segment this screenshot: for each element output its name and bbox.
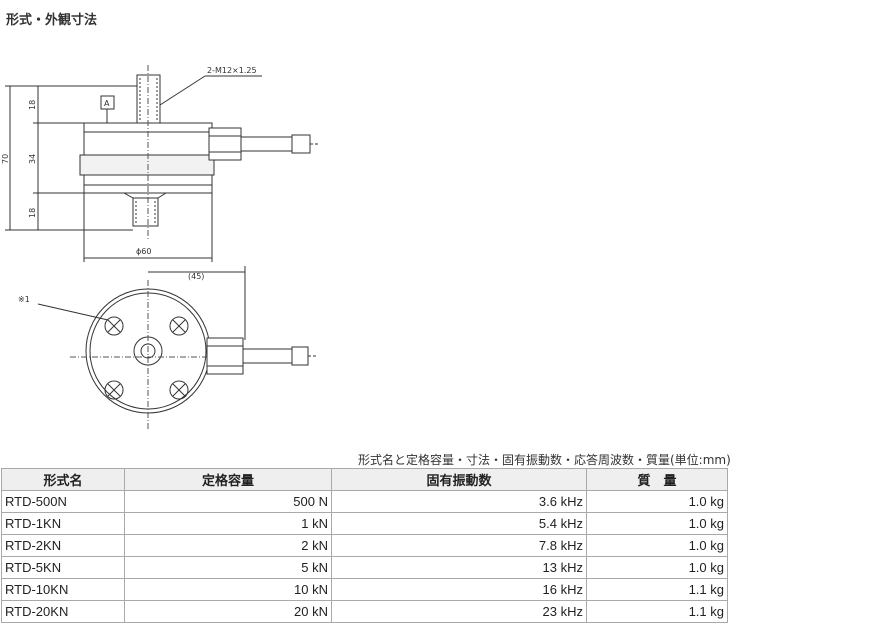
cell-model: RTD-2KN [1, 534, 125, 557]
cell-frequency: 16 kHz [331, 578, 587, 601]
cell-model: RTD-5KN [1, 556, 125, 579]
table-row: RTD-1KN 1 kN 5.4 kHz 1.0 kg [1, 512, 728, 535]
cell-model: RTD-10KN [1, 578, 125, 601]
dim-cable: (45) [188, 272, 204, 281]
table-row: RTD-20KN 20 kN 23 kHz 1.1 kg [1, 600, 728, 623]
table-row: RTD-500N 500 N 3.6 kHz 1.0 kg [1, 490, 728, 513]
table-row: RTD-5KN 5 kN 13 kHz 1.0 kg [1, 556, 728, 579]
dim-diameter: ϕ60 [136, 247, 151, 256]
cell-model: RTD-500N [1, 490, 125, 513]
cell-mass: 1.1 kg [586, 600, 728, 623]
cell-frequency: 7.8 kHz [331, 534, 587, 557]
datum-label: A [104, 99, 110, 108]
table-header-row: 形式名 定格容量 固有振動数 質 量 [1, 468, 728, 491]
note-mark: ※1 [18, 295, 30, 304]
cell-capacity: 5 kN [124, 556, 332, 579]
header-model: 形式名 [1, 468, 125, 491]
cell-frequency: 5.4 kHz [331, 512, 587, 535]
thread-note: 2-M12×1.25 [207, 66, 257, 75]
section-title: 形式・外観寸法 [6, 13, 98, 28]
cell-model: RTD-20KN [1, 600, 125, 623]
cell-capacity: 20 kN [124, 600, 332, 623]
dim-top: 18 [28, 100, 37, 110]
table-row: RTD-2KN 2 kN 7.8 kHz 1.0 kg [1, 534, 728, 557]
cell-frequency: 23 kHz [331, 600, 587, 623]
header-capacity: 定格容量 [124, 468, 332, 491]
cell-capacity: 1 kN [124, 512, 332, 535]
cell-frequency: 3.6 kHz [331, 490, 587, 513]
cell-capacity: 10 kN [124, 578, 332, 601]
header-mass: 質 量 [586, 468, 728, 491]
cell-capacity: 500 N [124, 490, 332, 513]
spec-table: 形式名 定格容量 固有振動数 質 量 RTD-500N 500 N 3.6 kH… [1, 468, 728, 623]
dim-total-height: 70 [1, 154, 10, 164]
cell-capacity: 2 kN [124, 534, 332, 557]
cell-model: RTD-1KN [1, 512, 125, 535]
dimension-drawing: 2-M12×1.25 A 70 18 34 18 ϕ60 (45) ※1 [1, 65, 320, 430]
header-frequency: 固有振動数 [331, 468, 587, 491]
dim-bottom: 18 [28, 208, 37, 218]
dim-middle: 34 [28, 154, 37, 164]
cell-mass: 1.0 kg [586, 534, 728, 557]
table-caption: 形式名と定格容量・寸法・固有振動数・応答周波数・質量(単位:mm) [358, 453, 731, 467]
cell-mass: 1.0 kg [586, 512, 728, 535]
cell-mass: 1.0 kg [586, 490, 728, 513]
table-row: RTD-10KN 10 kN 16 kHz 1.1 kg [1, 578, 728, 601]
cell-mass: 1.1 kg [586, 578, 728, 601]
cell-mass: 1.0 kg [586, 556, 728, 579]
cell-frequency: 13 kHz [331, 556, 587, 579]
